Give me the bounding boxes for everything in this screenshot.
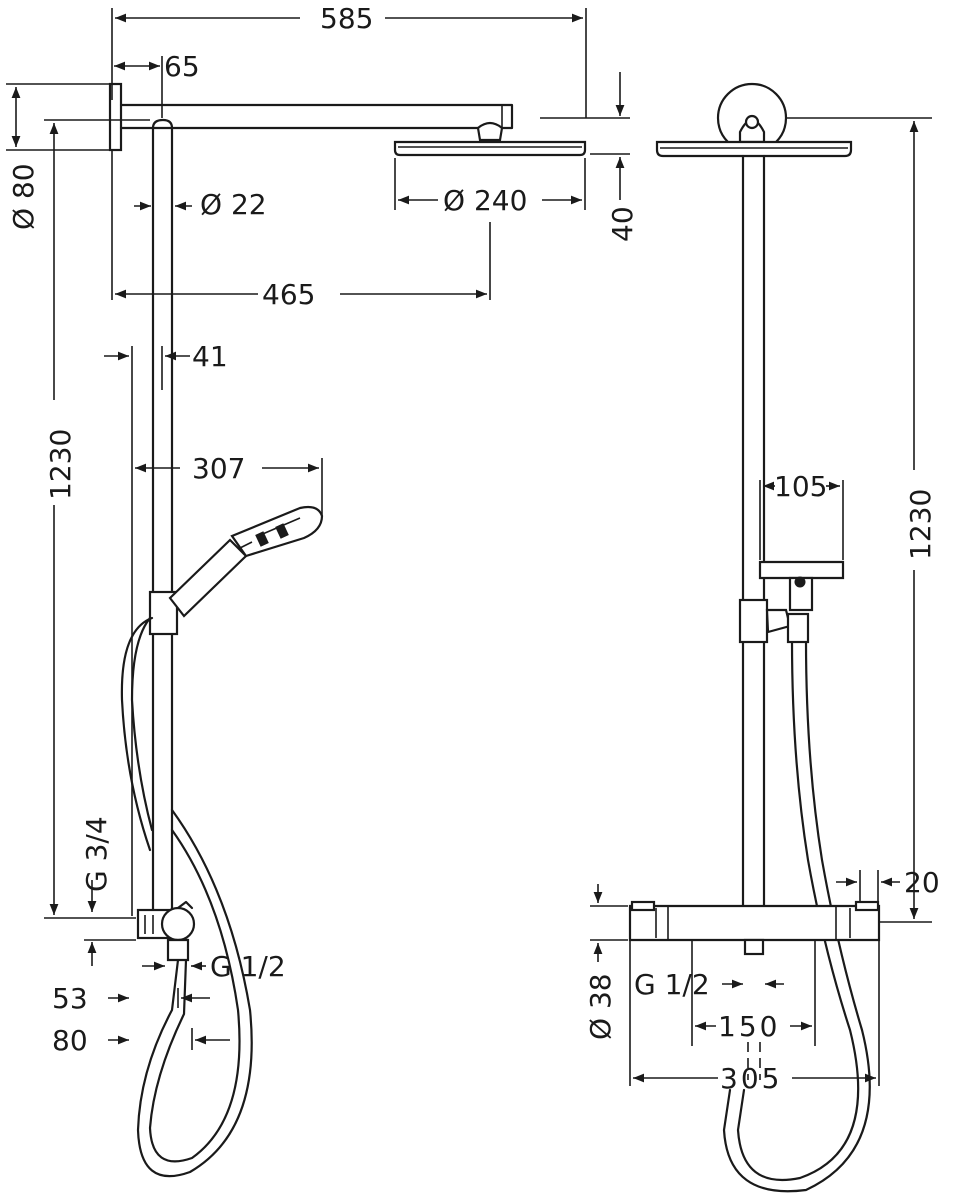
front-hand-shower bbox=[758, 560, 845, 580]
dim-305: 305 bbox=[720, 1062, 782, 1095]
mixer-outlet bbox=[743, 938, 765, 956]
dim-41: 41 bbox=[192, 340, 228, 373]
dim-g-1-2-front: G 1/2 bbox=[634, 968, 710, 1001]
riser-pipe bbox=[151, 118, 174, 914]
diverter-knob bbox=[160, 906, 196, 942]
dim-585: 585 bbox=[320, 2, 373, 35]
head-swivel-joint bbox=[476, 121, 504, 142]
shower-arm bbox=[119, 103, 514, 130]
dim-40: 40 bbox=[606, 206, 639, 242]
dim-20: 20 bbox=[904, 866, 940, 899]
front-overhead-head bbox=[655, 140, 853, 158]
overhead-shower-head bbox=[393, 140, 587, 157]
wall-flange bbox=[108, 82, 123, 152]
outlet-nut bbox=[166, 938, 190, 962]
dim-1230-front: 1230 bbox=[904, 489, 937, 560]
dim-g-3-4: G 3/4 bbox=[80, 816, 113, 892]
front-view: 105 1230 20 Ø 38 G 1/2 150 305 bbox=[584, 82, 940, 1193]
dim-dia-240: Ø 240 bbox=[443, 184, 527, 217]
dim-307: 307 bbox=[192, 452, 245, 485]
dim-dia-38: Ø 38 bbox=[584, 973, 617, 1040]
dim-150: 150 bbox=[718, 1010, 780, 1043]
front-shower-hose bbox=[722, 638, 871, 1193]
dim-dia-80: Ø 80 bbox=[7, 163, 40, 230]
front-handshower-holder bbox=[738, 598, 769, 644]
hand-shower-handle bbox=[168, 538, 248, 618]
dim-1230-side: 1230 bbox=[44, 429, 77, 500]
dim-dia-22: Ø 22 bbox=[200, 188, 267, 221]
hand-shower-head bbox=[230, 505, 324, 558]
dim-53: 53 bbox=[52, 982, 88, 1015]
dim-465: 465 bbox=[262, 278, 315, 311]
dim-105: 105 bbox=[774, 470, 827, 503]
dim-g-1-2-side: G 1/2 bbox=[210, 950, 286, 983]
dim-80: 80 bbox=[52, 1024, 88, 1057]
side-view: 585 65 Ø 80 Ø 22 40 Ø 240 465 bbox=[6, 2, 639, 1178]
front-riser-pipe bbox=[741, 154, 766, 907]
shower-hose bbox=[120, 616, 154, 852]
dim-65: 65 bbox=[164, 50, 200, 83]
